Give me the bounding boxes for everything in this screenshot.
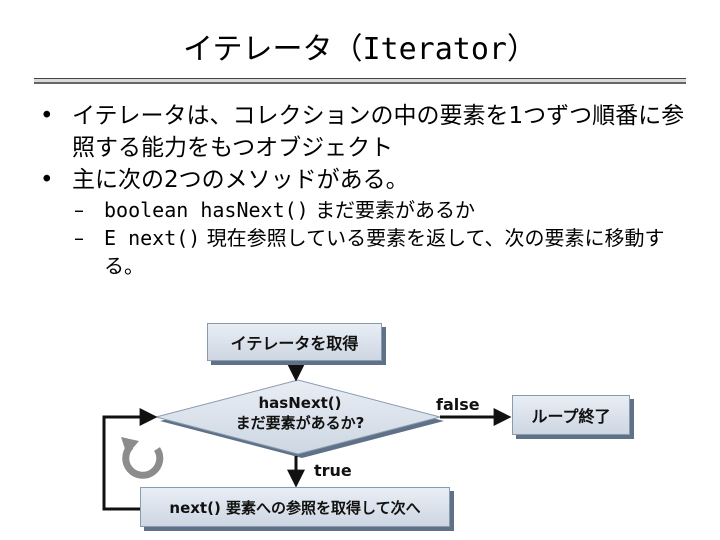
decision-diamond xyxy=(154,379,442,455)
method-signature: E next() xyxy=(104,226,201,250)
bullet-dot: • xyxy=(40,103,54,129)
method-signature: boolean hasNext() xyxy=(104,198,309,222)
false-label: false xyxy=(436,395,480,414)
bullet-text: イテレータは、コレクションの中の要素を1つずつ順番に参照する能力をもつオブジェク… xyxy=(72,103,685,161)
bullet-dash: – xyxy=(74,198,84,222)
decision-line-1: hasNext() xyxy=(258,394,342,412)
loop-end-box: ループ終了 xyxy=(512,395,630,435)
sub-bullet-item: – E next() 現在参照している要素を返して、次の要素に移動する。 xyxy=(40,224,690,280)
bullet-list: • イテレータは、コレクションの中の要素を1つずつ順番に参照する能力をもつオブジ… xyxy=(40,100,690,280)
bullet-dash: – xyxy=(74,226,84,250)
get-iterator-box: イテレータを取得 xyxy=(207,323,382,361)
bullet-dot: • xyxy=(40,167,54,193)
loop-arrow-icon xyxy=(121,437,164,479)
bullet-item: • 主に次の2つのメソッドがある。 xyxy=(40,164,690,196)
method-description: まだ要素があるか xyxy=(315,198,476,222)
decision-line-2: まだ要素があるか? xyxy=(235,414,365,432)
true-label: true xyxy=(314,461,352,480)
decision-label: hasNext() まだ要素があるか? xyxy=(190,393,410,433)
bullet-item: • イテレータは、コレクションの中の要素を1つずつ順番に参照する能力をもつオブジ… xyxy=(40,100,690,164)
bullet-text: 主に次の2つのメソッドがある。 xyxy=(72,167,409,193)
arrow-loop-back xyxy=(102,408,158,511)
sub-bullet-item: – boolean hasNext() まだ要素があるか xyxy=(40,196,690,224)
page-title: イテレータ（Iterator） xyxy=(183,32,537,67)
method-description: 現在参照している要素を返して、次の要素に移動する。 xyxy=(104,226,665,278)
next-step-box: next() 要素への参照を取得して次へ xyxy=(140,487,450,527)
title-rule xyxy=(34,78,686,84)
